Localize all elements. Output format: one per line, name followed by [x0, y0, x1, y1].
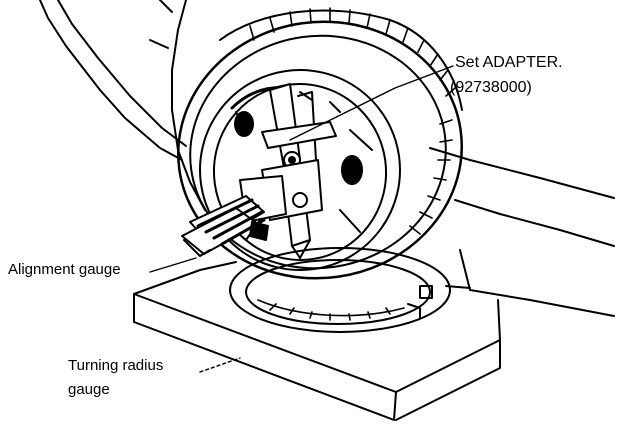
leader-alignment-gauge [149, 257, 197, 273]
leader-adapter [289, 65, 454, 141]
vehicle-fender [39, 0, 615, 317]
alignment-gauge-label: Alignment gauge [8, 261, 121, 278]
turning-radius-label-line2: gauge [68, 381, 110, 398]
alignment-gauge [181, 175, 287, 257]
turning-radius-gauge [133, 247, 501, 421]
adapter-bracket [261, 83, 337, 259]
tire [177, 7, 463, 280]
leader-lines [149, 65, 454, 373]
turning-radius-label-line1: Turning radius [68, 357, 164, 374]
adapter-part-number: (92738000) [450, 79, 532, 96]
leader-turning-radius [199, 357, 241, 373]
adapter-label: Set ADAPTER. [455, 54, 563, 71]
